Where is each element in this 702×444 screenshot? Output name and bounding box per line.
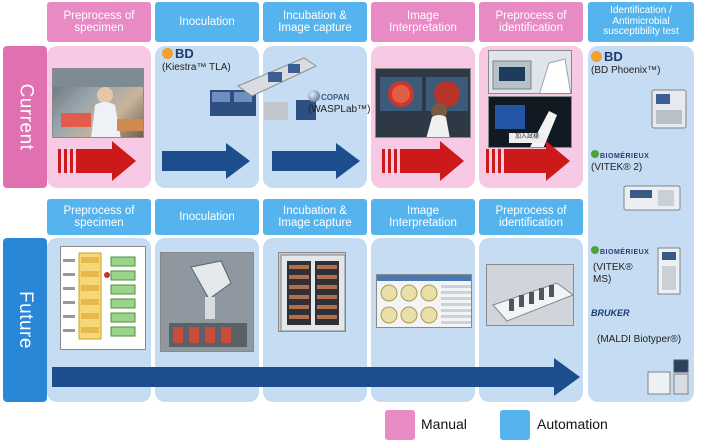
row-label-future: Future — [3, 238, 47, 402]
lower-header-preprocess-identification: Preprocess of identification — [479, 199, 583, 235]
bd-logo-icon — [162, 48, 173, 59]
lower-header-incubation: Incubation & Image capture — [263, 199, 367, 235]
maldi-biotyper-instrument-image — [646, 358, 690, 396]
lower-header-preprocess-specimen: Preprocess of specimen — [47, 199, 151, 235]
biomerieux-label-2: BIOMÉRIEUX — [591, 246, 649, 258]
current-arrow-manual-identification — [486, 141, 570, 181]
bruker-label: BRUKER — [591, 308, 630, 320]
bd-kiestra-label: BD (Kiestra™ TLA) — [162, 46, 231, 73]
vitek2-instrument-image — [622, 182, 682, 212]
legend-manual-label: Manual — [421, 416, 467, 432]
bd-phoenix-instrument-image — [650, 86, 688, 130]
bd-phoenix-name: (BD Phoenix™) — [591, 64, 661, 76]
vitek2-name: (VITEK® 2) — [591, 161, 643, 173]
row-label-current: Current — [3, 46, 47, 188]
legend-automation-swatch — [500, 410, 530, 440]
bd-brand: BD — [175, 46, 194, 61]
screen-caption: 加入試樣 — [515, 134, 540, 140]
digital-plate-reading-screenshot — [376, 274, 472, 328]
current-arrow-auto-incubation — [272, 143, 360, 179]
current-arrow-manual-interpretation — [382, 141, 464, 181]
legend-automation-label: Automation — [537, 416, 608, 432]
image-interpretation-photo — [375, 68, 471, 138]
copan-logo-icon — [308, 90, 320, 102]
biomerieux-brand-2: BIOMÉRIEUX — [600, 249, 650, 256]
biomerieux-label-1: BIOMÉRIEUX (VITEK® 2) — [591, 150, 649, 173]
lower-header-inoculation: Inoculation — [155, 199, 259, 235]
legend-manual-swatch — [385, 410, 415, 440]
biomerieux-logo-icon-1 — [591, 150, 599, 158]
biomerieux-brand-1: BIOMÉRIEUX — [600, 153, 650, 160]
row-label-current-text: Current — [15, 83, 37, 151]
vitekms-label: (VITEK® MS) — [593, 262, 633, 285]
lower-header-interpretation: Image Interpretation — [371, 199, 475, 235]
identification-prep-photo-bottom: 加入試樣 — [488, 96, 572, 148]
bd-phoenix-brand: BD — [604, 49, 623, 64]
maldi-label: (MALDI Biotyper®) — [597, 334, 682, 345]
bd-phoenix-label: BD (BD Phoenix™) — [591, 49, 661, 76]
current-arrow-manual-specimen — [58, 141, 136, 181]
header-preprocess-identification: Preprocess of identification — [479, 2, 583, 42]
kiestra-tla-machine-image — [208, 52, 318, 124]
header-inoculation: Inoculation — [155, 2, 259, 42]
biomerieux-logo-icon-2 — [591, 246, 599, 254]
current-arrow-auto-inoculation — [162, 143, 250, 179]
header-identification: Identification / Antimicrobial susceptib… — [588, 2, 694, 42]
copan-brand: COPAN — [321, 93, 350, 102]
automated-specimen-processor-diagram — [60, 246, 146, 350]
identification-prep-photo-top — [488, 50, 572, 94]
automated-inoculation-robot-photo — [160, 252, 254, 352]
row-label-future-text: Future — [15, 291, 37, 349]
header-incubation: Incubation & Image capture — [263, 2, 367, 42]
lab-technician-photo — [52, 68, 144, 138]
vitekms-instrument-image — [654, 246, 684, 296]
header-interpretation: Image Interpretation — [371, 2, 475, 42]
incubator-cabinet-photo — [278, 252, 346, 332]
bd-phoenix-logo-icon — [591, 51, 602, 62]
bruker-brand: BRUKER — [591, 308, 630, 318]
kiestra-name: (Kiestra™ TLA) — [162, 61, 231, 73]
copan-wasplab-label: COPAN (WASPLab™) — [308, 90, 370, 115]
header-preprocess-specimen: Preprocess of specimen — [47, 2, 151, 42]
wasplab-name: (WASPLab™) — [308, 103, 371, 115]
future-automation-arrow — [52, 358, 580, 396]
identification-prep-instrument-photo — [486, 264, 574, 326]
